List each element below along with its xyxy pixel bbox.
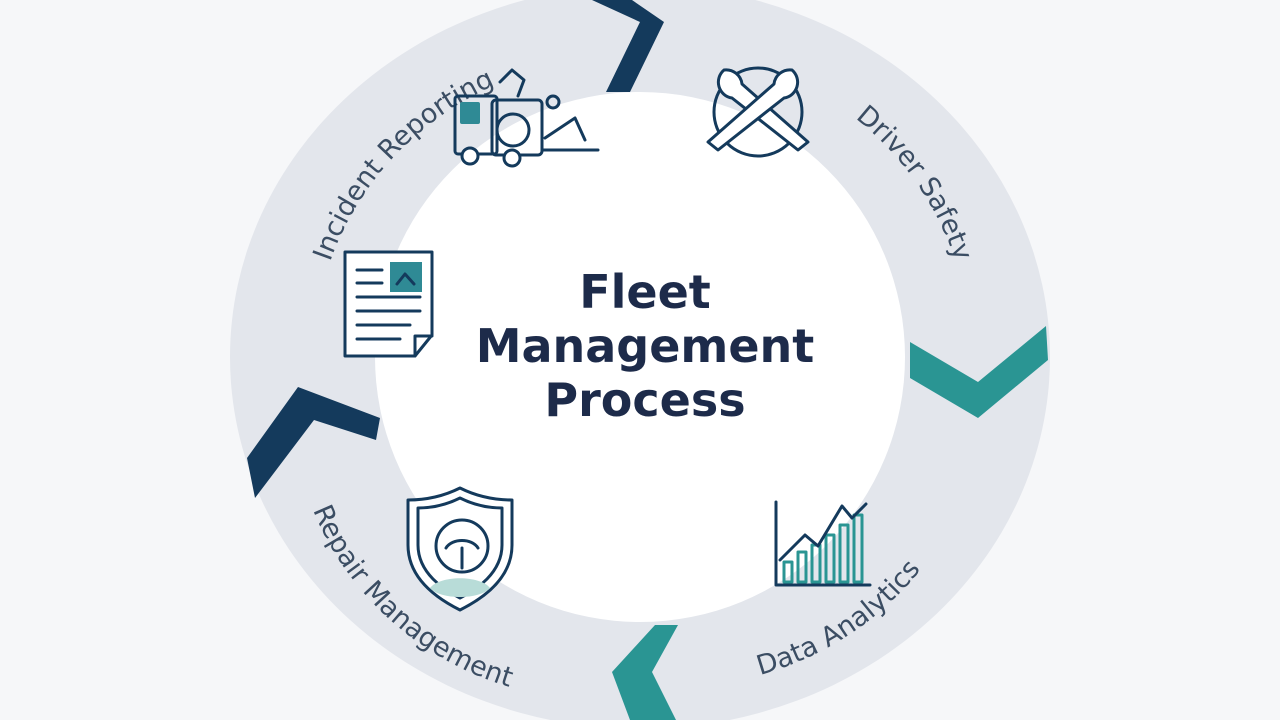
chevron-teal-right bbox=[910, 326, 1048, 418]
shield-icon bbox=[406, 486, 514, 612]
center-title-line-1: Fleet bbox=[579, 265, 711, 319]
chevron-teal-bottom bbox=[612, 625, 678, 720]
document-icon bbox=[343, 250, 434, 358]
chevron-navy-top bbox=[592, 0, 664, 92]
inner-circle bbox=[375, 92, 905, 622]
chevron-navy-left bbox=[247, 387, 380, 498]
center-title-line-3: Process bbox=[544, 373, 745, 427]
bar-chart-icon bbox=[774, 500, 872, 587]
wrench-icon bbox=[706, 66, 810, 158]
center-title-line-2: Management bbox=[476, 319, 815, 373]
truck-icon bbox=[453, 68, 600, 168]
